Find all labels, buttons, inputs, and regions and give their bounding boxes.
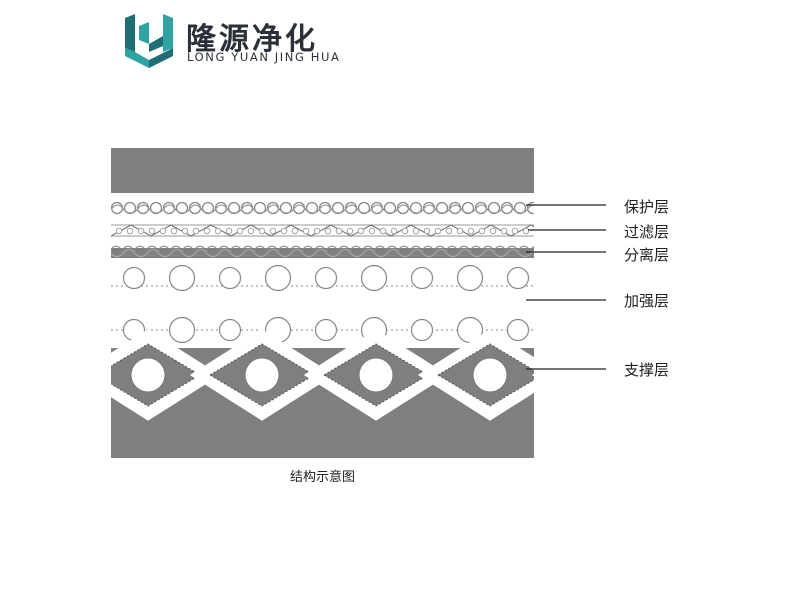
filter-bead xyxy=(357,227,365,235)
filter-bead xyxy=(324,227,332,235)
reinforcement-fiber xyxy=(456,264,484,292)
support-fiber xyxy=(244,357,280,393)
filter-bead xyxy=(192,227,200,235)
filter-bead xyxy=(247,227,255,235)
label-protective: 保护层 xyxy=(624,198,670,216)
separation-loop xyxy=(530,245,534,257)
separation-loop xyxy=(350,245,362,257)
filter-layer xyxy=(111,224,534,237)
separation-loop xyxy=(494,245,506,257)
protective-loop xyxy=(526,201,534,215)
filter-bead xyxy=(126,227,134,235)
filter-bead xyxy=(115,227,123,235)
diagram-caption: 结构示意图 xyxy=(290,470,356,485)
reinforcement-fiber xyxy=(122,266,146,290)
filter-bead xyxy=(511,227,519,235)
reinforcement-fiber xyxy=(168,316,196,344)
filter-bead xyxy=(280,227,288,235)
filter-bead xyxy=(346,227,354,235)
filter-zigzag xyxy=(111,224,534,237)
filter-bead xyxy=(500,227,508,235)
reinforcement-fiber xyxy=(218,318,242,342)
filter-bead xyxy=(181,227,189,235)
separation-loop xyxy=(398,245,410,257)
filter-bead xyxy=(478,227,486,235)
reinforcement-fiber xyxy=(264,264,292,292)
separation-loop xyxy=(254,245,266,257)
filter-bead xyxy=(379,227,387,235)
separation-loop xyxy=(134,245,146,257)
filter-bead xyxy=(269,227,277,235)
reinforcement-fiber xyxy=(218,266,242,290)
separation-loop xyxy=(470,245,482,257)
support-fiber xyxy=(130,357,166,393)
support-fiber xyxy=(472,357,508,393)
filter-bead xyxy=(423,227,431,235)
filter-bead xyxy=(313,227,321,235)
filter-bead xyxy=(335,227,343,235)
reinforcement-fiber xyxy=(360,264,388,292)
label-support: 支撑层 xyxy=(624,361,670,379)
filter-bead xyxy=(258,227,266,235)
separation-loop xyxy=(182,245,194,257)
filter-bead xyxy=(522,227,530,235)
brand-name-en: LONG YUAN JING HUA xyxy=(187,50,341,64)
separation-loop xyxy=(518,245,530,257)
filter-bead xyxy=(148,227,156,235)
separation-loop xyxy=(302,245,314,257)
filter-bead xyxy=(291,227,299,235)
reinforcement-fiber xyxy=(314,266,338,290)
filter-bead xyxy=(467,227,475,235)
filter-bead xyxy=(236,227,244,235)
filter-bead xyxy=(137,227,145,235)
ly-logo-icon xyxy=(125,14,173,68)
support-fiber xyxy=(358,357,394,393)
label-filter: 过滤层 xyxy=(624,223,670,241)
separation-loop xyxy=(374,245,386,257)
separation-loop xyxy=(422,245,434,257)
protective-layer xyxy=(111,201,534,215)
separation-loop xyxy=(230,245,242,257)
filter-bead xyxy=(159,227,167,235)
reinforcement-fiber xyxy=(410,266,434,290)
reinforcement-fiber xyxy=(410,318,434,342)
separation-loop xyxy=(158,245,170,257)
separation-loop xyxy=(446,245,458,257)
separation-thread xyxy=(111,248,534,258)
filter-bead xyxy=(489,227,497,235)
filter-bead xyxy=(456,227,464,235)
separation-loop xyxy=(111,245,122,257)
separation-layer xyxy=(111,245,534,258)
filter-bead xyxy=(401,227,409,235)
filter-bead xyxy=(170,227,178,235)
separation-loop xyxy=(206,245,218,257)
filter-bead xyxy=(434,227,442,235)
filter-bead xyxy=(203,227,211,235)
reinforcement-fiber xyxy=(314,318,338,342)
reinforcement-fiber xyxy=(506,266,530,290)
separation-loop xyxy=(326,245,338,257)
label-reinforcement: 加强层 xyxy=(624,292,670,310)
support-fiber xyxy=(587,358,621,392)
filter-bead xyxy=(390,227,398,235)
filter-bead xyxy=(368,227,376,235)
reinforcement-fiber xyxy=(506,318,530,342)
reinforcement-fiber xyxy=(168,264,196,292)
brand-name-cn: 隆源净化 xyxy=(186,22,318,57)
label-separation: 分离层 xyxy=(624,246,670,264)
filter-bead xyxy=(214,227,222,235)
filter-bead xyxy=(302,227,310,235)
leader-lines xyxy=(526,204,606,370)
support-diamond xyxy=(417,329,534,421)
filter-bead xyxy=(225,227,233,235)
support-layer xyxy=(111,329,621,421)
filter-bead xyxy=(412,227,420,235)
protective-thread xyxy=(111,204,534,214)
layer-band-top xyxy=(111,193,534,248)
filter-bead xyxy=(445,227,453,235)
separation-loop xyxy=(278,245,290,257)
